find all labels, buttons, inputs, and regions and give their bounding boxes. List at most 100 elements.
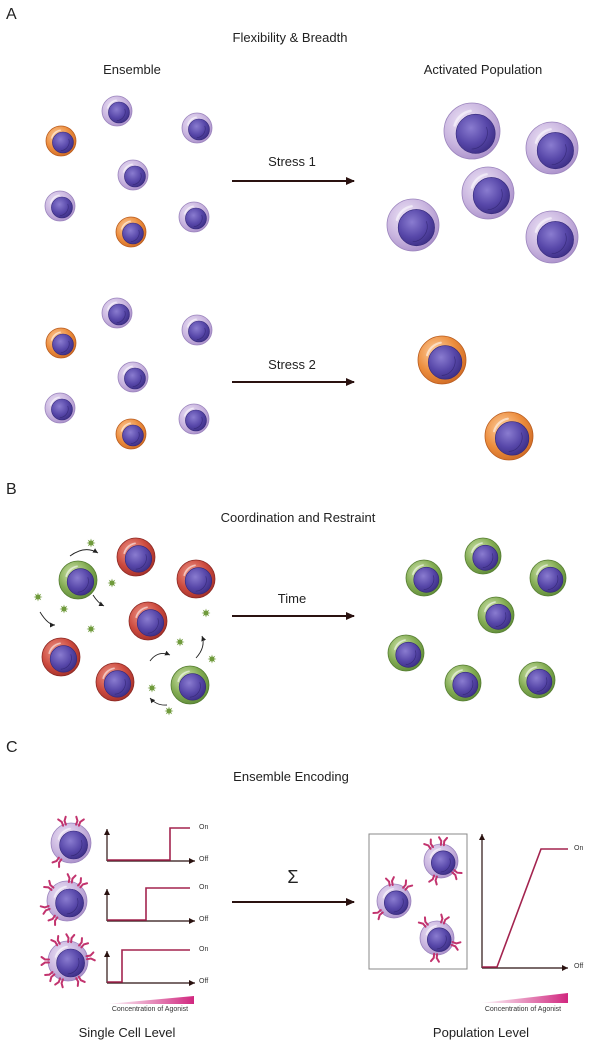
activated-cell-icon: [115, 216, 147, 248]
single-cell-level-caption: Single Cell Level: [78, 1025, 176, 1040]
nucleus-icon: [427, 927, 452, 952]
receptor-icon: [50, 935, 61, 947]
agonist-gradient-left: [106, 996, 194, 1004]
nucleus-icon: [413, 566, 440, 593]
panel-b-title: Coordination and Restraint: [220, 510, 376, 525]
resting-cell-icon: [443, 102, 501, 160]
receptor-icon: [39, 905, 51, 915]
resting-cell-icon: [181, 314, 213, 346]
population-box: [368, 833, 468, 970]
nucleus-icon: [397, 209, 435, 247]
activated-cell-icon: [45, 327, 77, 359]
activated-cell-icon: [484, 411, 534, 461]
nucleus-icon: [122, 424, 144, 447]
off-label-2: Off: [199, 916, 209, 923]
nucleus-icon: [178, 673, 207, 701]
stress-1-label: Stress 1: [268, 154, 316, 169]
signal-star-icon: [107, 578, 117, 588]
signal-star-icon: [33, 592, 43, 602]
nucleus-icon: [472, 544, 499, 571]
resting-cell-icon: [46, 880, 88, 922]
coordinated-cell-icon: [387, 634, 425, 672]
signal-star-icon: [175, 637, 185, 647]
on-label-2: On: [199, 884, 209, 891]
nucleus-icon: [49, 645, 78, 673]
arrow-icon: [92, 594, 105, 607]
receptor-icon: [77, 877, 89, 889]
resting-cell-icon: [525, 121, 579, 175]
nucleus-icon: [185, 207, 207, 230]
resting-cell-icon: [117, 361, 149, 393]
nucleus-icon: [526, 668, 553, 695]
single-cell-graph-1: [104, 827, 195, 864]
nucleus-icon: [124, 545, 153, 573]
arrow-icon: [149, 650, 171, 662]
stress-2-label: Stress 2: [268, 357, 316, 372]
nucleus-icon: [108, 101, 130, 124]
nucleus-icon: [185, 409, 207, 432]
agonist-label-left: Concentration of Agonist: [111, 1006, 189, 1013]
signal-star-icon: [207, 654, 217, 664]
nucleus-icon: [51, 398, 73, 421]
signal-star-icon: [147, 683, 157, 693]
restraining-cell-icon: [41, 637, 81, 677]
arrow-icon: [69, 548, 99, 557]
time-label: Time: [277, 591, 307, 606]
receptor-icon: [402, 879, 414, 891]
nucleus-icon: [103, 670, 132, 698]
resting-cell-icon: [419, 920, 455, 956]
nucleus-icon: [431, 850, 456, 875]
resting-cell-icon: [50, 822, 92, 864]
receptor-icon: [440, 913, 450, 925]
agonist-label-right: Concentration of Agonist: [484, 1006, 562, 1013]
receptor-icon: [450, 941, 462, 951]
nucleus-icon: [122, 222, 144, 245]
off-label-1: Off: [199, 856, 209, 863]
resting-cell-icon: [181, 112, 213, 144]
signal-star-icon: [86, 538, 96, 548]
coordinated-cell-icon: [405, 559, 443, 597]
panel-a-title: Flexibility & Breadth: [232, 30, 348, 45]
arrow-icon: [195, 635, 207, 659]
panel-b-signals: [33, 538, 217, 716]
nucleus-icon: [55, 888, 84, 918]
receptor-icon: [65, 933, 76, 944]
receptor-icon: [384, 876, 395, 887]
receptor-icon: [372, 909, 384, 921]
resting-cell-icon: [44, 190, 76, 222]
resting-cell-icon: [461, 166, 515, 220]
coordinated-cell-icon: [529, 559, 567, 597]
panel-a-letter: A: [6, 6, 17, 23]
receptor-icon: [451, 869, 463, 881]
panel-c-cells: [39, 815, 463, 989]
nucleus-icon: [136, 609, 165, 637]
activated-cell-icon: [45, 125, 77, 157]
signal-star-icon: [86, 624, 96, 634]
activated-population-label: Activated Population: [423, 62, 543, 77]
agonist-gradient-right: [480, 993, 568, 1003]
single-cell-graph-3: [104, 949, 195, 986]
sum-symbol: Σ: [287, 867, 299, 887]
resting-cell-icon: [117, 159, 149, 191]
nucleus-icon: [59, 830, 88, 860]
receptor-icon: [66, 873, 77, 884]
resting-cell-icon: [47, 940, 89, 982]
resting-cell-icon: [101, 95, 133, 127]
receptor-icon: [51, 856, 63, 869]
nucleus-icon: [452, 671, 479, 698]
nucleus-icon: [395, 641, 422, 668]
nucleus-icon: [188, 118, 210, 141]
receptor-icon: [85, 951, 96, 962]
panel-a-ensemble-2: [44, 297, 213, 450]
receptor-icon: [429, 952, 440, 963]
nucleus-icon: [52, 333, 74, 356]
receptor-icon: [57, 815, 67, 827]
receptor-icon: [44, 971, 56, 983]
signal-star-icon: [164, 706, 174, 716]
receptor-icon: [417, 916, 429, 928]
nucleus-icon: [56, 948, 85, 978]
signal-star-icon: [59, 604, 69, 614]
nucleus-icon: [495, 421, 530, 456]
panel-a-activated-2: [417, 335, 534, 461]
